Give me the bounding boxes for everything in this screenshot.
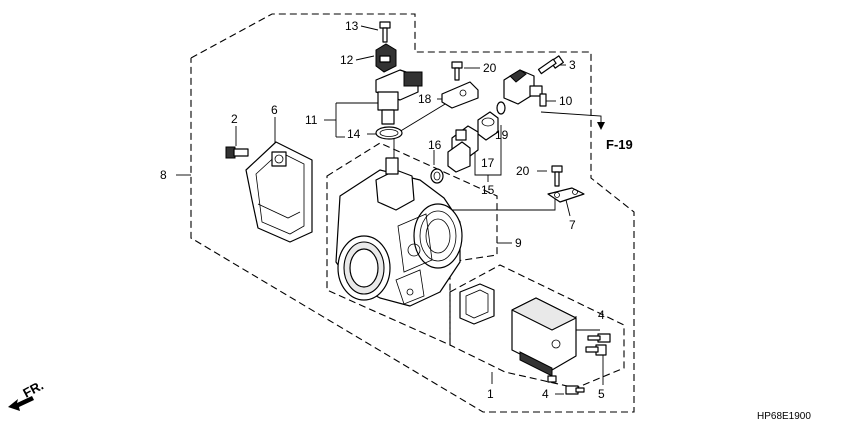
ref-arrow — [540, 111, 605, 130]
part-15-injector — [447, 125, 479, 173]
callout-19: 19 — [495, 128, 509, 142]
callout-18: 18 — [418, 92, 432, 106]
front-label: FR. — [20, 378, 46, 401]
part-12-clamp — [375, 43, 397, 73]
callout-15: 15 — [481, 183, 495, 197]
assembly-9-boundary — [326, 142, 498, 346]
callout-10: 10 — [559, 94, 573, 108]
part-19-oring — [496, 101, 506, 115]
callout-17: 17 — [481, 156, 495, 170]
callout-14: 14 — [347, 127, 361, 141]
callout-11: 11 — [305, 113, 318, 127]
part-9-throttle-body — [335, 157, 463, 307]
callout-2: 2 — [231, 112, 238, 126]
callout-13: 13 — [345, 19, 359, 33]
part-3-bolt — [537, 55, 564, 75]
part-4-screw-bottom — [565, 385, 585, 395]
callout-8: 8 — [160, 168, 167, 182]
callout-12: 12 — [340, 53, 354, 67]
part-20-bolt-top — [451, 61, 463, 81]
callout-16: 16 — [428, 138, 442, 152]
callout-20-top: 20 — [483, 61, 497, 75]
callout-9: 9 — [515, 236, 522, 250]
part-1-gasket — [459, 283, 495, 325]
callout-3: 3 — [569, 58, 576, 72]
part-14-oring — [375, 126, 403, 140]
leader-lines — [176, 25, 604, 395]
reference-label: F-19 — [606, 137, 633, 152]
callout-4-bottom: 4 — [542, 387, 549, 401]
callout-4-top: 4 — [598, 308, 605, 322]
part-10-fitting — [503, 69, 547, 107]
assembly-8-boundary — [190, 13, 635, 413]
part-5-screw — [585, 344, 607, 356]
part-1-sensor — [511, 297, 577, 383]
part-6-cover — [245, 141, 313, 243]
part-11-sensor — [375, 69, 423, 125]
callout-5: 5 — [598, 387, 605, 401]
callout-6: 6 — [271, 103, 278, 117]
part-18-bracket — [441, 81, 479, 109]
diagram-code: HP68E1900 — [757, 411, 811, 422]
front-arrow — [8, 396, 34, 411]
part-2-bolt — [225, 146, 249, 159]
part-13-screw — [379, 21, 391, 43]
assembly-1-boundary — [449, 264, 625, 389]
part-4-screw-top — [587, 333, 611, 343]
part-7-bracket — [547, 187, 585, 203]
callout-7: 7 — [569, 218, 576, 232]
part-20-bolt-right — [551, 165, 563, 187]
part-16-seal — [430, 168, 444, 184]
callout-1: 1 — [487, 387, 494, 401]
callout-20-right: 20 — [516, 164, 530, 178]
